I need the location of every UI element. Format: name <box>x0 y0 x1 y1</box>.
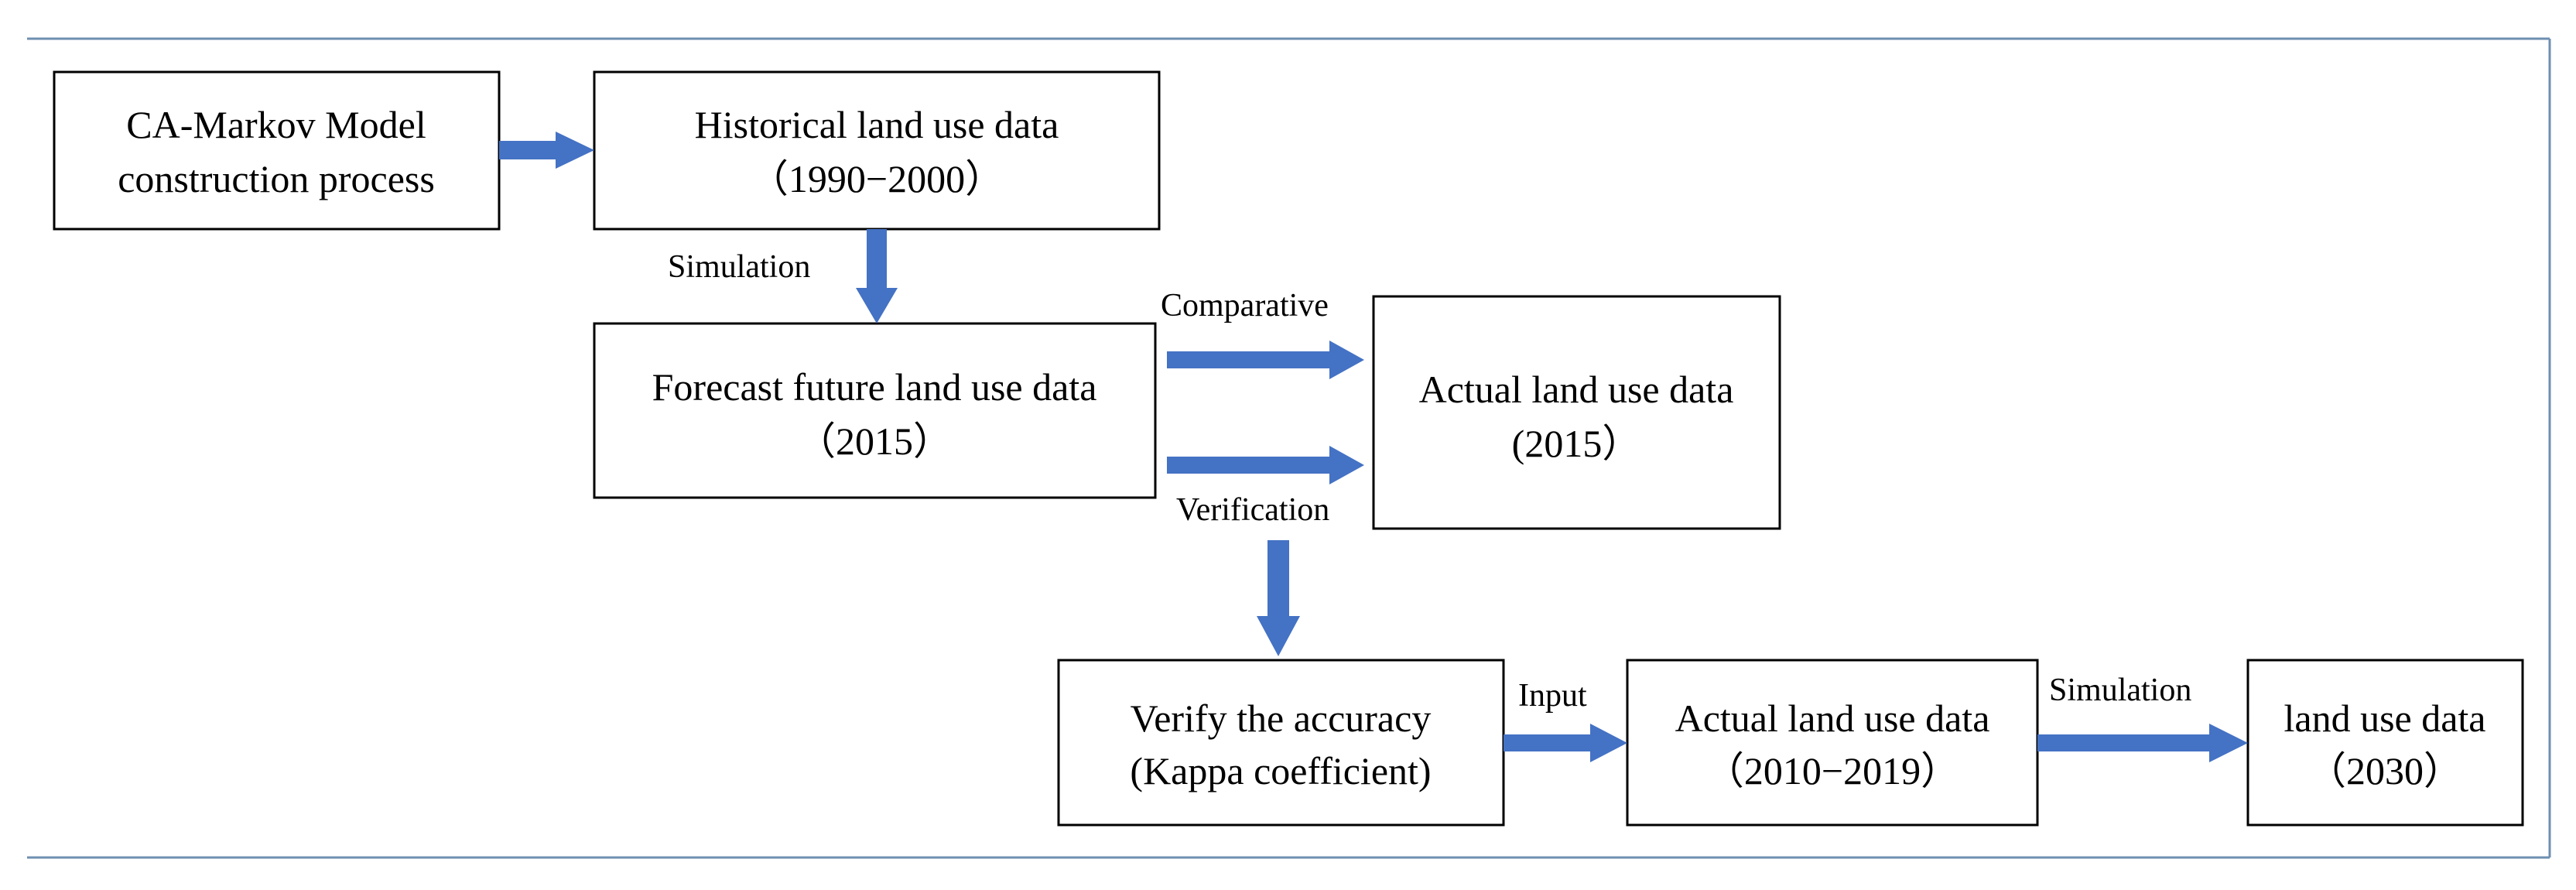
arrow-simulation-2030 <box>2037 724 2248 762</box>
node-actual-land-use-2010-2019: Actual land use data （2010−2019） <box>1626 659 2039 827</box>
node-land-use-2030-line2: （2030） <box>2307 749 2462 792</box>
edge-label-verification: Verification <box>1176 492 1329 528</box>
arrow-model-to-historical <box>499 132 594 169</box>
node-actual-land-use-2015-box <box>1372 295 1781 530</box>
node-verify-accuracy-box <box>1057 659 1505 827</box>
edge-label-simulation-2: Simulation <box>2049 673 2191 708</box>
node-ca-markov-model-line1: CA-Markov Model <box>126 103 426 146</box>
arrow-input <box>1504 724 1627 762</box>
node-verify-accuracy-line2: (Kappa coefficient) <box>1130 749 1431 792</box>
arrow-comparative <box>1167 341 1364 379</box>
node-historical-land-use-line2: （1990−2000） <box>750 157 1004 200</box>
node-forecast-land-use-box <box>593 322 1157 499</box>
node-land-use-2030-box <box>2246 659 2524 827</box>
arrow-verification <box>1167 446 1364 484</box>
node-forecast-land-use: Forecast future land use data （2015） <box>593 322 1157 499</box>
node-actual-land-use-2010-2019-box <box>1626 659 2039 827</box>
edge-label-simulation-1: Simulation <box>668 249 810 285</box>
node-ca-markov-model-box <box>53 70 501 231</box>
node-verify-accuracy-line1: Verify the accuracy <box>1131 697 1432 740</box>
node-actual-land-use-2015: Actual land use data (2015） <box>1372 295 1781 530</box>
node-actual-land-use-2010-2019-line1: Actual land use data <box>1675 697 1990 740</box>
node-forecast-land-use-line2: （2015） <box>797 419 952 463</box>
node-ca-markov-model: CA-Markov Model construction process <box>53 70 501 231</box>
node-forecast-land-use-line1: Forecast future land use data <box>652 365 1097 409</box>
arrow-historical-to-forecast <box>856 229 898 323</box>
edge-label-comparative: Comparative <box>1161 288 1329 323</box>
node-land-use-2030: land use data （2030） <box>2246 659 2524 827</box>
node-historical-land-use-line1: Historical land use data <box>695 103 1059 146</box>
arrow-to-verify <box>1257 540 1300 656</box>
node-land-use-2030-line1: land use data <box>2284 697 2485 740</box>
node-historical-land-use-box <box>593 70 1161 231</box>
node-verify-accuracy: Verify the accuracy (Kappa coefficient) <box>1057 659 1505 827</box>
node-actual-land-use-2010-2019-line2: （2010−2019） <box>1705 749 1959 792</box>
edge-label-input: Input <box>1518 678 1587 714</box>
node-historical-land-use: Historical land use data （1990−2000） <box>593 70 1161 231</box>
node-ca-markov-model-line2: construction process <box>118 157 435 200</box>
node-actual-land-use-2015-line1: Actual land use data <box>1419 368 1734 411</box>
node-actual-land-use-2015-line2: (2015） <box>1512 422 1641 465</box>
